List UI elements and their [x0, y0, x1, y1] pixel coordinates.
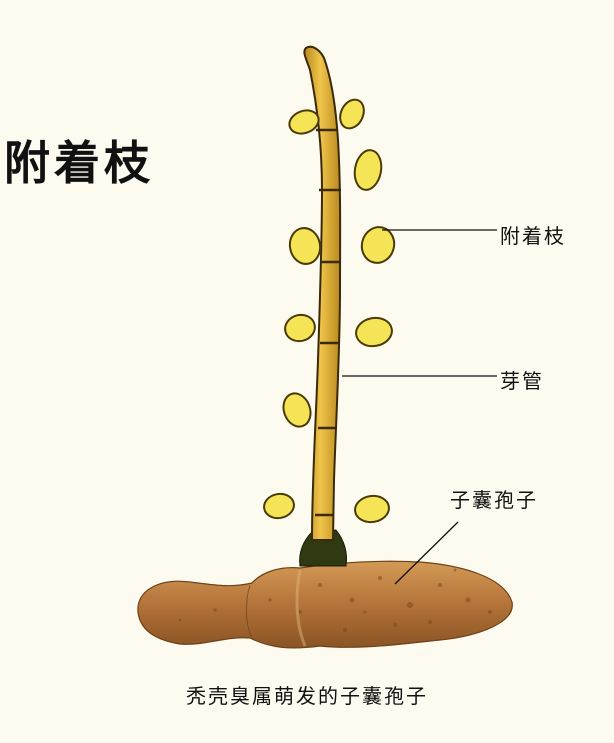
label-appendage: 附着枝	[500, 224, 566, 248]
label-ascospore: 子囊孢子	[450, 488, 538, 512]
appendages	[263, 98, 396, 524]
diagram-title: 附着枝	[4, 136, 154, 190]
germ-tube-stalk	[303, 45, 342, 541]
label-germ-tube: 芽管	[500, 369, 544, 393]
figure-caption: 秃壳臭属萌发的子囊孢子	[186, 684, 428, 708]
germ-tube-septa	[315, 128, 341, 517]
ascospore-body	[137, 560, 513, 649]
leader-lines	[342, 229, 497, 585]
